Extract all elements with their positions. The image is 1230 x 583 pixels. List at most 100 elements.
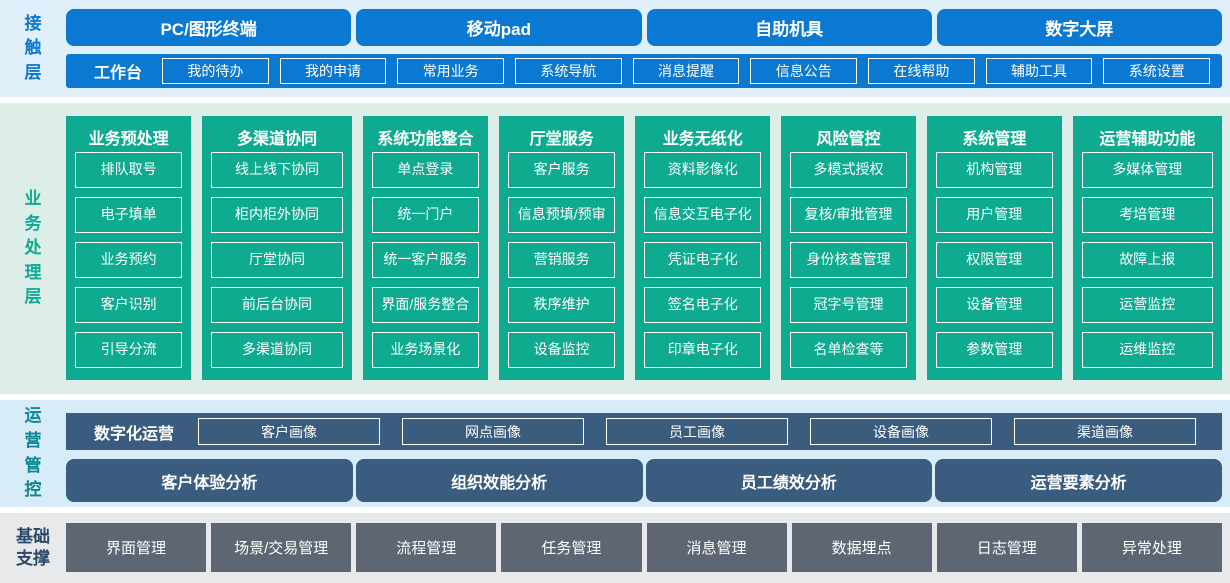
workbench-items: 我的待办 我的申请 常用业务 系统导航 消息提醒 信息公告 在线帮助 辅助工具 [162, 58, 1211, 84]
business-column-title: 系统功能整合 [377, 131, 474, 148]
business-item: 统一客户服务 [371, 242, 480, 278]
business-layer: 业务处理层 业务预处理 排队取号 电子填单 业务预约 客户 [0, 103, 1230, 394]
business-column-items: 客户服务 信息预填/预审 营销服务 秩序维护 设备监控 [508, 152, 616, 368]
workbench-bar: 工作台 我的待办 我的申请 常用业务 系统导航 消息提醒 信息公告 [66, 54, 1222, 88]
business-item: 电子填单 [75, 197, 183, 233]
contact-layer-label: 接触层 [0, 0, 66, 97]
business-column: 风险管控 多模式授权 复核/审批管理 身份核查管理 冠字号管理 名单检查等 [781, 116, 916, 380]
business-item: 设备监控 [508, 332, 616, 368]
terminal-box: PC/图形终端 [66, 9, 352, 46]
business-item: 权限管理 [935, 242, 1053, 278]
business-columns: 业务预处理 排队取号 电子填单 业务预约 客户识别 引导分流 [66, 116, 1222, 380]
business-item: 印章电子化 [644, 332, 762, 368]
analysis-row: 客户体验分析 组织效能分析 员工绩效分析 运营要素分析 [66, 459, 1222, 502]
workbench-label: 工作台 [94, 65, 143, 82]
business-column-items: 排队取号 电子填单 业务预约 客户识别 引导分流 [75, 152, 183, 368]
business-column-items: 资料影像化 信息交互电子化 凭证电子化 签名电子化 印章电子化 [644, 152, 762, 368]
foundation-item: 数据埋点 [791, 523, 932, 572]
foundation-item: 异常处理 [1081, 523, 1222, 572]
business-column: 厅堂服务 客户服务 信息预填/预审 营销服务 秩序维护 设备监控 [499, 116, 625, 380]
business-layer-label-text: 业务处理层 [24, 188, 42, 307]
business-column: 业务无纸化 资料影像化 信息交互电子化 凭证电子化 签名电子化 印章电子化 [635, 116, 771, 380]
foundation-layer: 基础支撑 界面管理 场景/交易管理 流程管理 任务管理 消息管理 数据埋点 日志… [0, 513, 1230, 583]
business-item: 机构管理 [935, 152, 1053, 188]
business-item: 营销服务 [508, 242, 616, 278]
business-column-title: 风险管控 [816, 131, 881, 148]
terminal-box: 自助机具 [646, 9, 932, 46]
contact-layer: 接触层 PC/图形终端 移动pad 自助机具 数字大屏 工作台 我的待 [0, 0, 1230, 97]
analysis-box: 组织效能分析 [355, 459, 643, 502]
portrait-item: 员工画像 [606, 418, 789, 445]
business-column-items: 单点登录 统一门户 统一客户服务 界面/服务整合 业务场景化 [371, 152, 480, 368]
business-item: 参数管理 [935, 332, 1053, 368]
foundation-item: 流程管理 [356, 523, 497, 572]
foundation-item: 消息管理 [646, 523, 787, 572]
business-item: 复核/审批管理 [790, 197, 907, 233]
digital-ops-items: 客户画像 网点画像 员工画像 设备画像 渠道画像 [198, 418, 1197, 445]
analysis-box: 员工绩效分析 [645, 459, 933, 502]
business-item: 运营监控 [1081, 287, 1213, 323]
business-item: 秩序维护 [508, 287, 616, 323]
business-item: 前后台协同 [211, 287, 343, 323]
analysis-box: 运营要素分析 [935, 459, 1222, 502]
contact-layer-label-text: 接触层 [24, 13, 42, 82]
analysis-box: 客户体验分析 [66, 459, 353, 502]
business-item: 多渠道协同 [211, 332, 343, 368]
terminal-box: 移动pad [356, 9, 642, 46]
foundation-item: 日志管理 [936, 523, 1077, 572]
portrait-item: 网点画像 [402, 418, 585, 445]
business-item: 设备管理 [935, 287, 1053, 323]
business-item: 签名电子化 [644, 287, 762, 323]
workbench-item: 系统设置 [1103, 58, 1211, 84]
business-item: 排队取号 [75, 152, 183, 188]
workbench-item: 系统导航 [515, 58, 622, 84]
business-column-title: 业务预处理 [88, 131, 169, 148]
business-column: 业务预处理 排队取号 电子填单 业务预约 客户识别 引导分流 [66, 116, 192, 380]
business-column-items: 多模式授权 复核/审批管理 身份核查管理 冠字号管理 名单检查等 [790, 152, 907, 368]
workbench-item: 在线帮助 [868, 58, 975, 84]
workbench-item: 辅助工具 [985, 58, 1093, 84]
digital-ops-label: 数字化运营 [94, 425, 175, 443]
business-item: 引导分流 [75, 332, 183, 368]
business-layer-label: 业务处理层 [0, 103, 66, 394]
digital-ops-bar: 数字化运营 客户画像 网点画像 员工画像 设备画像 渠道画像 [66, 413, 1222, 450]
business-item: 冠字号管理 [790, 287, 907, 323]
business-item: 厅堂协同 [211, 242, 343, 278]
portrait-item: 设备画像 [810, 418, 993, 445]
business-item: 运维监控 [1081, 332, 1213, 368]
business-item: 身份核查管理 [790, 242, 907, 278]
business-item: 故障上报 [1081, 242, 1213, 278]
business-column: 系统功能整合 单点登录 统一门户 统一客户服务 界面/服务整合 业务场景化 [362, 116, 489, 380]
foundation-layer-label-text: 基础支撑 [16, 526, 50, 568]
business-column-title: 厅堂服务 [529, 131, 594, 148]
business-column: 系统管理 机构管理 用户管理 权限管理 设备管理 参数管理 [926, 116, 1062, 380]
business-column-items: 机构管理 用户管理 权限管理 设备管理 参数管理 [935, 152, 1053, 368]
workbench-item: 我的申请 [279, 58, 387, 84]
operations-layer: 运营管控 数字化运营 客户画像 网点画像 员工画像 设备画像 渠道画像 [0, 400, 1230, 507]
workbench-item: 信息公告 [750, 58, 858, 84]
portrait-item: 客户画像 [198, 418, 381, 445]
foundation-item: 场景/交易管理 [211, 523, 352, 572]
operations-layer-label: 运营管控 [0, 400, 66, 507]
business-item: 信息交互电子化 [644, 197, 762, 233]
business-item: 统一门户 [371, 197, 480, 233]
portrait-item: 渠道画像 [1014, 418, 1197, 445]
terminal-row: PC/图形终端 移动pad 自助机具 数字大屏 [66, 9, 1222, 46]
workbench-item: 我的待办 [162, 58, 269, 84]
business-item: 线上线下协同 [211, 152, 343, 188]
foundation-item: 界面管理 [66, 523, 207, 572]
foundation-layer-label: 基础支撑 [0, 513, 66, 583]
business-column: 运营辅助功能 多媒体管理 考培管理 故障上报 运营监控 运维监控 [1072, 116, 1222, 380]
business-item: 客户识别 [75, 287, 183, 323]
business-column-title: 系统管理 [962, 131, 1027, 148]
workbench-item: 消息提醒 [632, 58, 740, 84]
contact-layer-body: PC/图形终端 移动pad 自助机具 数字大屏 工作台 我的待办 我的申请 [66, 0, 1230, 97]
business-item: 资料影像化 [644, 152, 762, 188]
business-item: 凭证电子化 [644, 242, 762, 278]
business-item: 名单检查等 [790, 332, 907, 368]
business-item: 信息预填/预审 [508, 197, 616, 233]
business-column-title: 运营辅助功能 [1099, 131, 1196, 148]
foundation-item: 任务管理 [501, 523, 642, 572]
business-item: 用户管理 [935, 197, 1053, 233]
terminal-box: 数字大屏 [936, 9, 1222, 46]
